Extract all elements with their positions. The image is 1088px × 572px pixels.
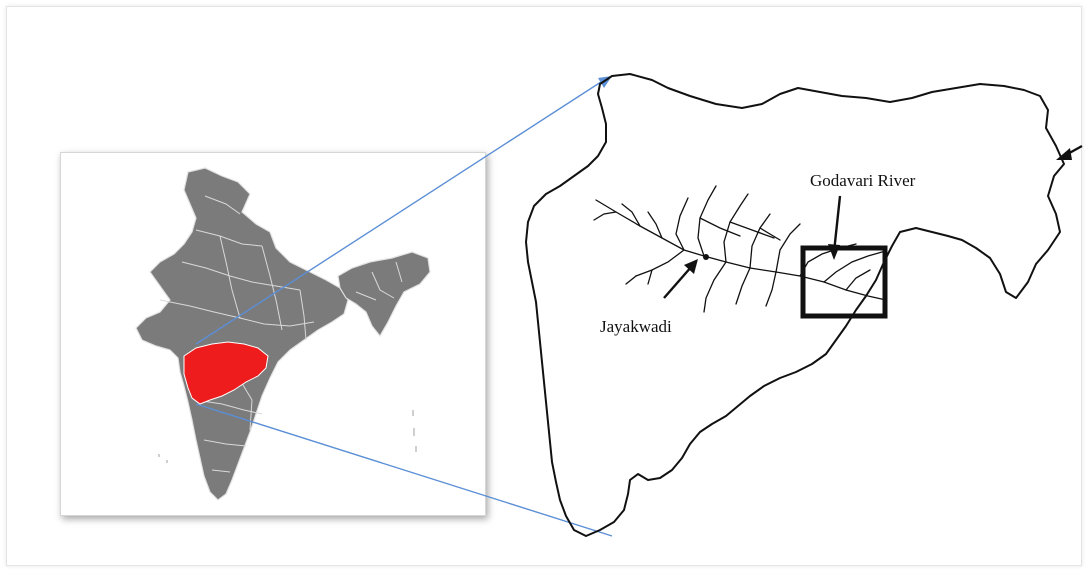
callout-arrowheads bbox=[684, 148, 1072, 274]
study-area-box bbox=[800, 245, 888, 319]
jayakwadi-label: Jayakwadi bbox=[600, 317, 672, 336]
northeast-india-outline bbox=[337, 251, 431, 338]
state-borders bbox=[159, 195, 403, 473]
india-outline bbox=[135, 167, 349, 501]
jayakwadi-reservoir bbox=[703, 254, 709, 260]
india-map bbox=[135, 167, 431, 501]
maharashtra-highlight bbox=[183, 341, 269, 405]
godavari-main-channel bbox=[595, 199, 887, 301]
island-dots bbox=[158, 410, 417, 463]
maharashtra-large-outline bbox=[525, 73, 1065, 537]
connector-lines bbox=[195, 79, 613, 537]
godavari-river-label: Godavari River bbox=[810, 171, 916, 190]
callout-arrows bbox=[663, 144, 1083, 299]
